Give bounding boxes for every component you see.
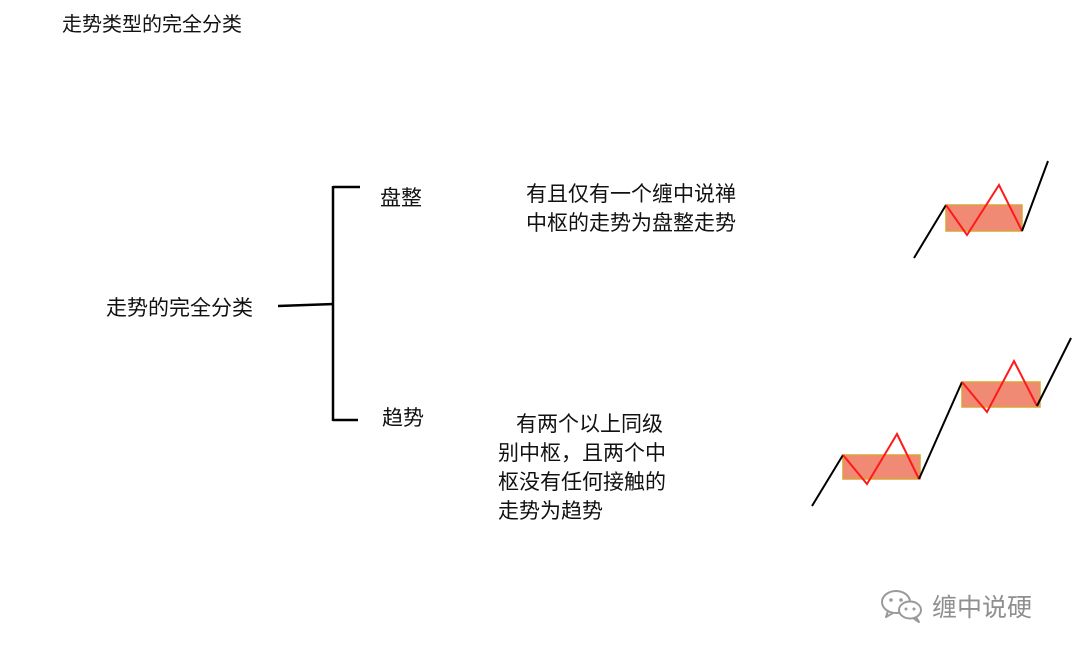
trend-description-line: 走势为趋势 xyxy=(498,499,603,523)
branch-label-trend: 趋势 xyxy=(382,406,424,430)
page-title: 走势类型的完全分类 xyxy=(62,12,242,36)
tree-bracket xyxy=(277,185,360,422)
trend-line-in xyxy=(913,204,947,259)
pivot-zigzag-lower xyxy=(842,431,920,486)
consolidation-description-line: 有且仅有一个缠中说禅 xyxy=(526,182,736,206)
root-connector xyxy=(277,302,335,308)
trend-description: 有两个以上同级 别中枢，且两个中 枢没有任何接触的 走势为趋势 xyxy=(498,410,666,526)
watermark: 缠中说硬 xyxy=(880,586,1032,626)
trend-description-line: 枢没有任何接触的 xyxy=(498,470,666,494)
pivot-zigzag-upper xyxy=(961,358,1038,414)
watermark-text: 缠中说硬 xyxy=(932,593,1033,622)
pivot-zone xyxy=(945,204,1023,232)
consolidation-illustration xyxy=(913,160,1049,259)
trend-line-in xyxy=(811,454,844,507)
wechat-icon xyxy=(881,590,922,623)
trend-description-line: 有两个以上同级 xyxy=(516,412,663,436)
pivot-zigzag xyxy=(945,182,1023,237)
trend-illustration xyxy=(811,337,1072,507)
root-node-label: 走势的完全分类 xyxy=(106,296,253,320)
trend-description-line: 别中枢，且两个中 xyxy=(498,441,666,465)
consolidation-description-line: 中枢的走势为盘整走势 xyxy=(526,211,736,235)
trend-line-out xyxy=(1021,160,1049,232)
trend-line-out xyxy=(1036,337,1072,407)
trend-line-mid xyxy=(918,381,963,480)
consolidation-description: 有且仅有一个缠中说禅 中枢的走势为盘整走势 xyxy=(526,180,736,238)
branch-label-consolidation: 盘整 xyxy=(380,186,422,210)
